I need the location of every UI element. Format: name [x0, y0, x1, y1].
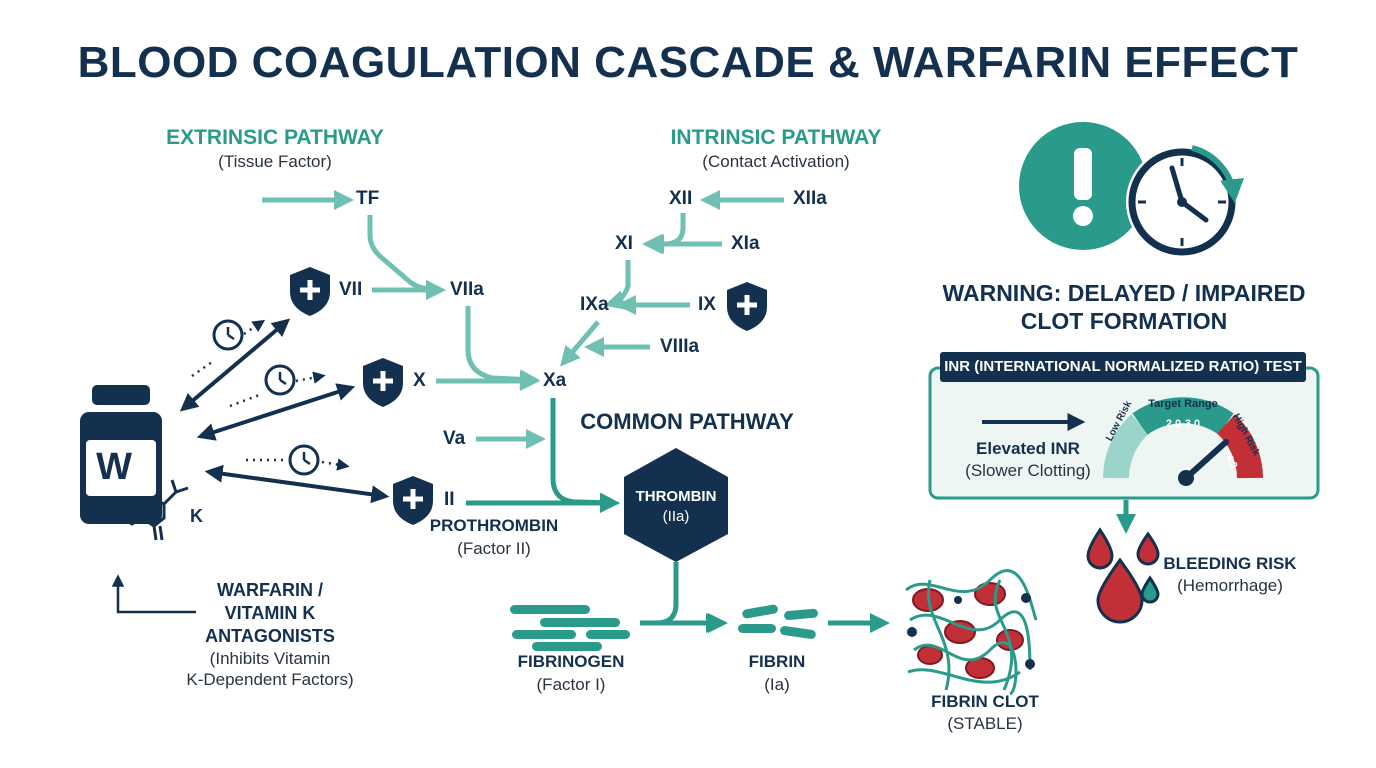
warning-line2: CLOT FORMATION: [1020, 308, 1228, 334]
node-ii: II: [444, 489, 455, 510]
fibrin-sub: (Ia): [764, 675, 790, 694]
gauge-target-value: 2.0-3.0: [1165, 418, 1201, 430]
inr-header-box: [940, 352, 1306, 382]
fibrinogen-sub: (Factor I): [536, 675, 606, 694]
fibrin-clot-icon: [905, 569, 1038, 696]
intrinsic-arrows: [560, 190, 784, 367]
extrinsic-arrows: [262, 190, 546, 449]
node-viia: VIIa: [450, 279, 484, 300]
elevated-inr-label: Elevated INR: [976, 439, 1080, 458]
extrinsic-pathway-sub: (Tissue Factor): [218, 152, 332, 171]
warfarin-title-line2: VITAMIN K: [224, 603, 316, 623]
blood-drops-icon: [1086, 527, 1160, 624]
warfarin-title-line3: ANTAGONISTS: [205, 626, 335, 646]
thrombin-sub: (IIa): [662, 508, 690, 525]
fibrinogen-label: FIBRINOGEN: [517, 652, 625, 671]
warfarin-bottle-icon: [80, 385, 162, 524]
node-xia: XIa: [731, 233, 760, 254]
warning-line1: WARNING: DELAYED / IMPAIRED: [942, 280, 1306, 306]
vitamin-k-molecule-icon: [120, 479, 189, 541]
thrombin-hexagon: [624, 448, 728, 562]
shield-icon: [727, 282, 767, 331]
node-xii: XII: [669, 188, 693, 209]
node-xiia: XIIa: [793, 188, 827, 209]
arrow-xi-to-ixa: [604, 260, 631, 310]
node-vii: VII: [339, 279, 363, 300]
bleeding-risk-label: BLEEDING RISK: [1163, 554, 1297, 573]
warfarin-arrow-ii: [204, 464, 390, 504]
node-tf: TF: [356, 188, 380, 209]
node-x: X: [413, 370, 426, 391]
arrow-xii-to-xi: [642, 213, 686, 254]
inr-gauge: [1103, 397, 1263, 486]
fibrin-label: FIBRIN: [748, 652, 806, 671]
warfarin-arrow-x: [196, 383, 356, 441]
clock-icon: [288, 444, 320, 476]
fibrin-clot-sub: (STABLE): [947, 714, 1023, 733]
shield-icon: [393, 476, 433, 525]
intrinsic-pathway-label: INTRINSIC PATHWAY: [670, 126, 882, 149]
arrow-thrombin-to-fibrin: [655, 562, 726, 633]
fibrinogen-strands-icon: [510, 605, 630, 651]
node-xi: XI: [615, 233, 633, 254]
warfarin-bottle-letter: W: [96, 446, 132, 488]
node-ix: IX: [698, 294, 716, 315]
prothrombin-sub: (Factor II): [457, 539, 531, 558]
shield-icon: [363, 358, 403, 407]
intrinsic-pathway-sub: (Contact Activation): [702, 152, 850, 171]
arrow-tf-to-viia: [367, 215, 446, 300]
fibrin-strands-icon: [738, 604, 818, 639]
node-va: Va: [443, 428, 466, 449]
page-title: BLOOD COAGULATION CASCADE & WARFARIN EFF…: [77, 38, 1299, 87]
vitamin-k-label: K: [190, 506, 203, 526]
extrinsic-pathway-label: EXTRINSIC PATHWAY: [166, 126, 384, 149]
node-xa: Xa: [543, 370, 567, 391]
warfarin-title-line1: WARFARIN /: [217, 580, 323, 600]
common-pathway-label: COMMON PATHWAY: [580, 409, 794, 434]
arrow-viia-to-xa: [465, 306, 540, 390]
shield-icon: [290, 267, 330, 316]
warfarin-connector-arrow: [111, 574, 196, 614]
fibrin-clot-label: FIBRIN CLOT: [931, 692, 1039, 711]
warfarin-inhibition-arrows: [179, 318, 390, 504]
prothrombin-label: PROTHROMBIN: [429, 516, 559, 535]
node-viiia: VIIIa: [660, 336, 700, 357]
clock-icon: [1126, 145, 1245, 258]
node-ixa: IXa: [580, 294, 609, 315]
clock-icon: [264, 364, 296, 396]
common-arrows: [466, 398, 1136, 633]
exclamation-icon: [1019, 122, 1147, 250]
gauge-target-label: Target Range: [1148, 398, 1218, 410]
bleeding-risk-sub: (Hemorrhage): [1177, 576, 1283, 595]
arrow-ixa-to-xa: [560, 320, 600, 367]
delay-dotted-arrows: [191, 319, 350, 471]
thrombin-label: THROMBIN: [635, 488, 717, 505]
warfarin-sub-line2: K-Dependent Factors): [186, 670, 354, 689]
clock-icon: [212, 319, 244, 351]
warfarin-sub-line1: (Inhibits Vitamin: [209, 649, 331, 668]
inr-header: INR (INTERNATIONAL NORMALIZED RATIO) TES…: [944, 358, 1302, 375]
elevated-inr-sub: (Slower Clotting): [965, 461, 1091, 480]
